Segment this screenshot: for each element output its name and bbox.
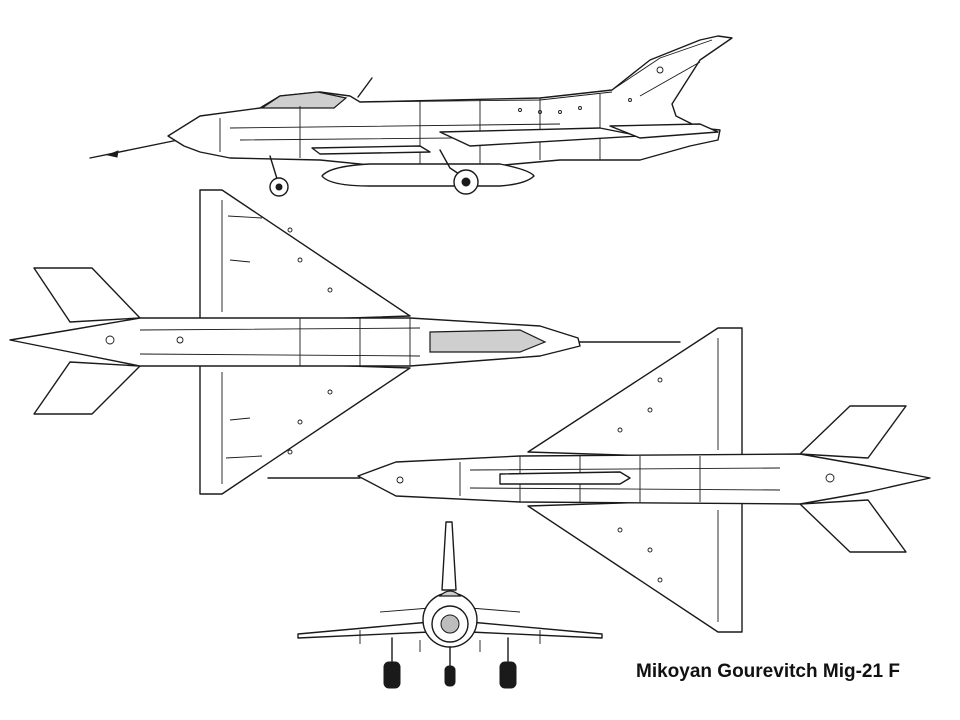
front-fin	[441, 521, 457, 591]
side-rivets	[518, 66, 664, 114]
bottom-tailplane-left	[799, 405, 907, 459]
front-canopy	[438, 590, 462, 597]
front-main-wheel-left	[383, 661, 401, 689]
pitot-vane	[106, 150, 119, 158]
side-canopy	[260, 91, 348, 109]
top-rivets	[105, 227, 333, 455]
antenna	[357, 77, 373, 98]
side-fuselage	[167, 35, 733, 171]
front-nose-wheel	[444, 665, 456, 687]
pitot-probe	[89, 139, 179, 159]
top-canopy	[429, 329, 547, 353]
front-wing-right	[469, 621, 603, 639]
top-tailplane-right	[33, 361, 141, 415]
side-missile	[311, 145, 431, 155]
front-view	[297, 521, 603, 689]
bottom-ventral-tank	[499, 471, 631, 485]
side-tailplane	[609, 123, 719, 139]
bottom-tailplane-right	[799, 499, 907, 553]
drawing-caption: Mikoyan Gourevitch Mig-21 F	[636, 661, 900, 682]
top-view	[9, 189, 681, 495]
fin-panel-lines	[611, 39, 713, 97]
drop-tank	[321, 163, 535, 187]
side-view	[89, 35, 733, 197]
bottom-wing-right	[527, 499, 743, 633]
front-main-wheel-right	[499, 661, 517, 689]
front-wing-left	[297, 621, 431, 639]
front-pylons	[359, 630, 541, 652]
bottom-rivets	[396, 377, 835, 583]
main-wheel-hub	[461, 177, 471, 187]
bottom-fuselage	[357, 453, 931, 505]
top-tailplane-left	[33, 267, 141, 323]
front-shock-cone	[440, 614, 460, 634]
top-wing-left	[199, 189, 411, 323]
front-tailplanes	[379, 607, 521, 613]
top-panel-lines	[139, 318, 421, 366]
nose-wheel-hub	[275, 183, 283, 191]
top-wing-fences	[225, 215, 263, 459]
bottom-view	[267, 327, 931, 633]
